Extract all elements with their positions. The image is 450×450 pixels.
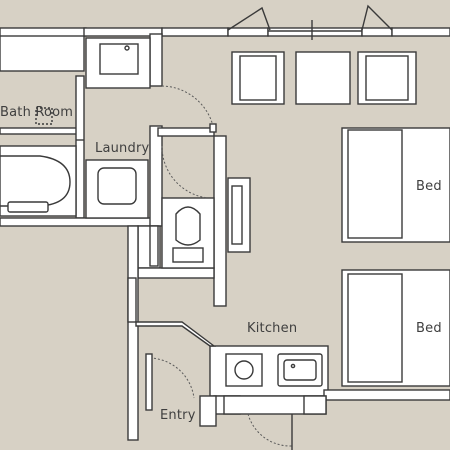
bathtub-step — [7, 201, 49, 213]
wall-bath-divider — [75, 75, 85, 219]
top-windows — [227, 4, 393, 40]
shower-head — [124, 45, 130, 51]
wall-entry-left — [127, 225, 139, 441]
room-label-bathroom: Bath Room — [0, 105, 74, 120]
door-swing-front — [247, 413, 293, 447]
wc-side-panel — [149, 225, 159, 267]
room-label-kitchen: Kitchen — [247, 321, 298, 336]
window-casement-left — [227, 6, 271, 31]
lounge-chairs — [231, 51, 417, 105]
bed-2-headboard — [347, 273, 403, 383]
wall-entry-post — [199, 395, 217, 427]
door-leaves — [145, 123, 293, 450]
wall-wc-right — [213, 135, 227, 307]
wall-bottom-right — [323, 389, 450, 401]
wall-top-left-cap — [0, 27, 87, 37]
shower-drain-area — [99, 43, 139, 75]
cooktop-burner — [234, 360, 254, 380]
room-label-laundry: Laundry — [95, 141, 150, 156]
wall-top-segment-c — [227, 27, 269, 37]
window-casement-right — [361, 4, 393, 31]
kitchen-sink-basin — [283, 359, 317, 381]
armchair-left-seat — [239, 55, 277, 101]
wall-wc-bottom — [137, 267, 215, 279]
sofa-center — [295, 51, 351, 105]
toilet — [149, 197, 215, 269]
wardrobe-door — [231, 185, 243, 245]
wall-top-segment-e — [361, 27, 393, 37]
bed-1-headboard — [347, 129, 403, 239]
sink-faucet — [290, 363, 296, 369]
door-swing-entry — [149, 357, 195, 399]
wall-entry-upper — [127, 277, 137, 323]
wall-top-segment-b — [161, 27, 229, 37]
room-label-bed-1: Bed — [416, 179, 442, 194]
vanity-tile — [35, 107, 53, 125]
wall-laundry-right — [149, 125, 163, 227]
wall-wc-top — [157, 127, 215, 137]
room-label-bed-2: Bed — [416, 321, 442, 336]
shower — [85, 37, 151, 89]
bathtub — [0, 145, 77, 217]
bed-2 — [341, 269, 450, 387]
wall-block-top-left — [0, 30, 85, 72]
wardrobe — [227, 177, 251, 253]
wall-top-segment-d — [267, 27, 363, 37]
room-label-entry: Entry — [160, 408, 196, 423]
wall-bath-shelf — [0, 127, 79, 135]
washer-drum — [97, 167, 137, 205]
armchair-right-seat — [365, 55, 409, 101]
door-leaf-bath — [209, 123, 217, 133]
bathroom-vanity — [35, 107, 84, 141]
door-leaf-entry — [145, 353, 153, 411]
wall-bath-bottom — [0, 217, 161, 227]
bed-1 — [341, 127, 450, 243]
wall-entry-angled — [135, 321, 217, 347]
wall-top-segment-f — [391, 27, 450, 37]
interior-walls-bath — [0, 33, 227, 441]
door-swings — [149, 85, 293, 447]
door-swing-wc — [161, 145, 209, 199]
door-swing-bath — [161, 85, 215, 131]
washing-machine — [85, 159, 149, 219]
toilet-tank — [172, 247, 204, 263]
exterior-wall-top — [0, 27, 450, 72]
wall-bath-right — [149, 33, 163, 87]
kitchen-fixtures — [225, 353, 323, 387]
toilet-bowl — [175, 206, 201, 246]
wall-entry-jamb-right — [303, 395, 327, 415]
bathtub-basin — [0, 155, 71, 207]
